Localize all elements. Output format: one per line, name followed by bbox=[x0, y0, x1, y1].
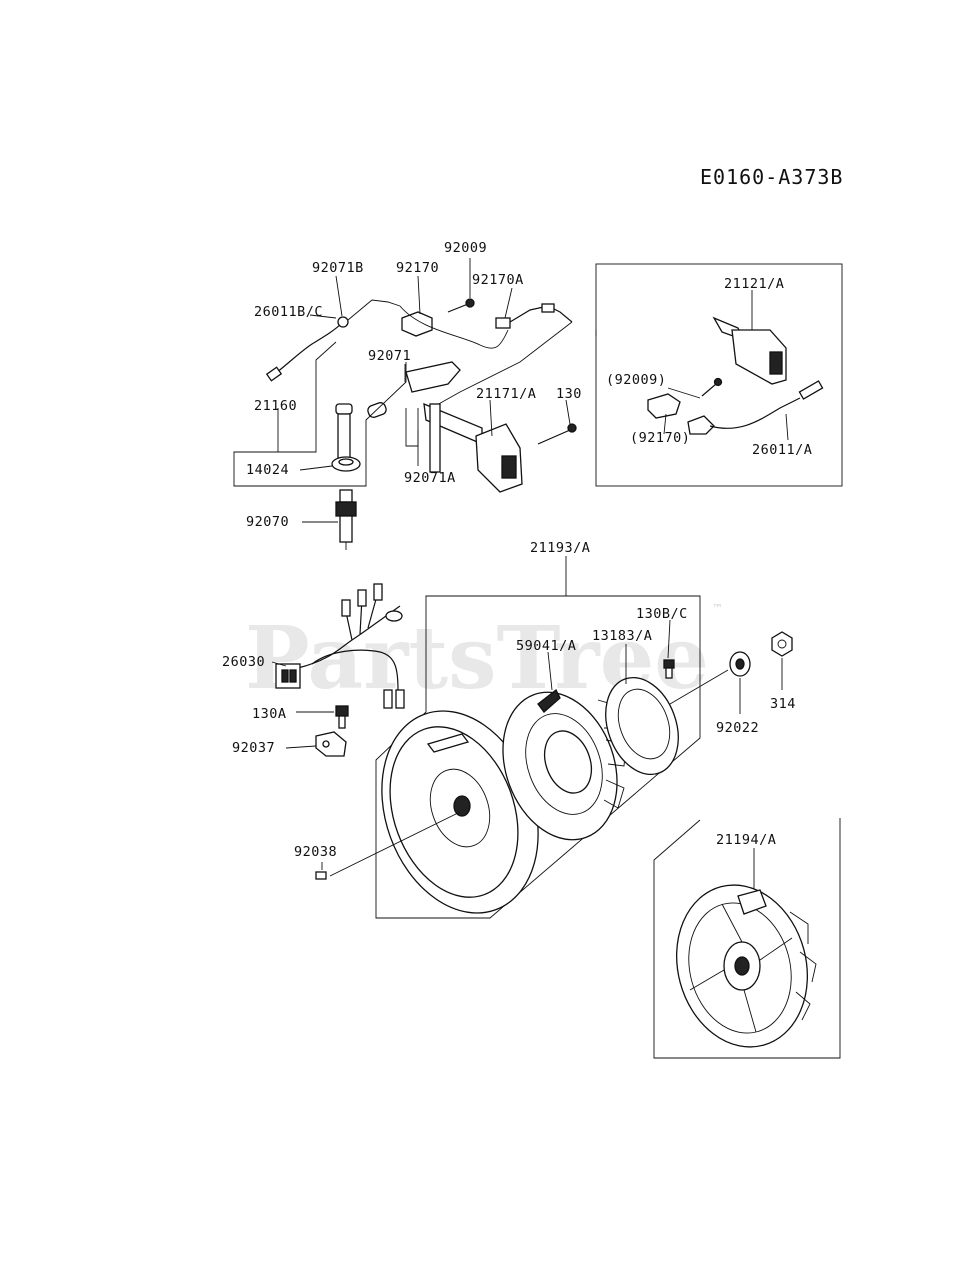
plate-13183a[interactable] bbox=[593, 644, 691, 785]
label-130a: 130A bbox=[252, 706, 287, 722]
connector-92170a[interactable] bbox=[495, 287, 573, 329]
label-21121a: 21121/A bbox=[724, 276, 784, 292]
label-26030: 26030 bbox=[222, 654, 265, 670]
bolt-130bc[interactable] bbox=[663, 619, 675, 679]
screw-92009[interactable] bbox=[447, 258, 475, 313]
leader-92071b bbox=[335, 275, 343, 317]
label-92022: 92022 bbox=[716, 720, 759, 736]
leader-26011bc bbox=[309, 314, 337, 319]
watermark-trademark: ™ bbox=[712, 602, 723, 615]
bolt-130[interactable] bbox=[537, 399, 577, 445]
label-21160: 21160 bbox=[254, 398, 297, 414]
ignition-coil-21121a[interactable] bbox=[712, 290, 787, 385]
wire-26011a[interactable] bbox=[709, 380, 824, 441]
flywheel-21194a[interactable] bbox=[659, 870, 825, 1062]
plug-cap-92071[interactable] bbox=[366, 364, 406, 419]
label-92170-paren: (92170) bbox=[630, 430, 690, 446]
plug-cap-21160[interactable] bbox=[335, 403, 353, 459]
spark-plug-wire-26011bc[interactable] bbox=[265, 299, 401, 382]
label-21171a: 21171/A bbox=[476, 386, 536, 402]
label-13183a: 13183/A bbox=[592, 628, 652, 644]
ground-wire-guide bbox=[427, 321, 573, 411]
label-92170a: 92170A bbox=[472, 272, 524, 288]
label-92070: 92070 bbox=[246, 514, 289, 530]
label-92037: 92037 bbox=[232, 740, 275, 756]
washer-92022[interactable] bbox=[669, 651, 751, 714]
label-14024: 14024 bbox=[246, 462, 289, 478]
boot-14024[interactable] bbox=[331, 456, 361, 472]
frame-21160 bbox=[233, 341, 407, 487]
label-92071b: 92071B bbox=[312, 260, 364, 276]
inset-21121a-frame bbox=[595, 263, 843, 487]
bracket-92170[interactable] bbox=[401, 275, 433, 337]
wire-harness-26030[interactable] bbox=[271, 583, 405, 709]
label-130: 130 bbox=[556, 386, 582, 402]
label-26011a: 26011/A bbox=[752, 442, 812, 458]
clamp-92037[interactable] bbox=[285, 731, 347, 757]
leader-14024 bbox=[299, 465, 333, 471]
label-26011bc: 26011B/C bbox=[254, 304, 323, 320]
label-21194a: 21194/A bbox=[716, 832, 776, 848]
label-59041a: 59041/A bbox=[516, 638, 576, 654]
label-92071: 92071 bbox=[368, 348, 411, 364]
label-92071a: 92071A bbox=[404, 470, 456, 486]
stop-wire bbox=[399, 305, 509, 349]
stator-59041a[interactable] bbox=[483, 651, 636, 856]
key-92038[interactable] bbox=[315, 811, 461, 880]
nut-314[interactable] bbox=[771, 631, 793, 690]
bolt-130a[interactable] bbox=[296, 705, 349, 729]
ignition-coil-21171a[interactable] bbox=[405, 361, 523, 493]
frame-92071a bbox=[405, 408, 419, 447]
label-92009-paren: (92009) bbox=[606, 372, 666, 388]
label-92009: 92009 bbox=[444, 240, 487, 256]
label-21193a: 21193/A bbox=[530, 540, 590, 556]
bracket-92170-inset[interactable] bbox=[647, 393, 715, 435]
label-314: 314 bbox=[770, 696, 796, 712]
label-130bc: 130B/C bbox=[636, 606, 688, 622]
inset-21194a-frame bbox=[653, 818, 841, 1059]
label-92170: 92170 bbox=[396, 260, 439, 276]
diagram-code: E0160-A373B bbox=[700, 165, 843, 189]
screw-92009-inset[interactable] bbox=[667, 377, 723, 399]
label-92038: 92038 bbox=[294, 844, 337, 860]
spark-plug-92070[interactable] bbox=[302, 489, 357, 550]
